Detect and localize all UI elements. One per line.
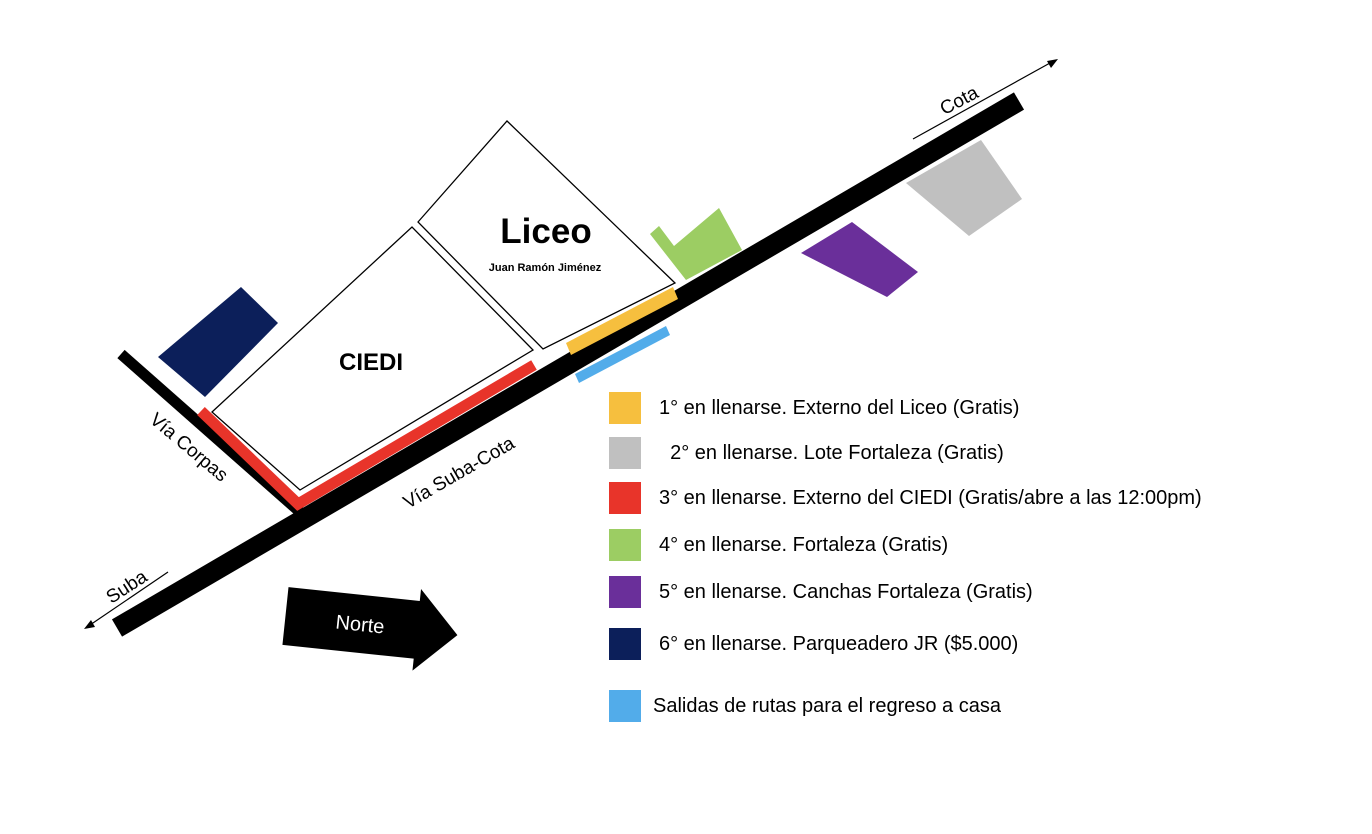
parking-zone-parqueadero-jr xyxy=(158,287,278,397)
suba-direction-arrow xyxy=(89,571,169,626)
legend-swatch-light-blue xyxy=(609,690,641,722)
legend-label: 1° en llenarse. Externo del Liceo (Grati… xyxy=(659,397,1020,419)
legend-label: 6° en llenarse. Parqueadero JR ($5.000) xyxy=(659,633,1019,655)
legend-label: Salidas de rutas para el regreso a casa xyxy=(653,695,1001,717)
norte-label: Norte xyxy=(335,612,386,639)
legend-swatch-navy xyxy=(609,628,641,660)
legend-label: 5° en llenarse. Canchas Fortaleza (Grati… xyxy=(659,581,1033,603)
parking-zone-lote-fortaleza xyxy=(906,140,1022,236)
liceo-subtitle: Juan Ramón Jiménez xyxy=(489,262,602,274)
parking-zone-canchas-fortaleza xyxy=(801,222,918,297)
legend-label: 3° en llenarse. Externo del CIEDI (Grati… xyxy=(659,487,1202,509)
legend-swatch-green xyxy=(609,529,641,561)
legend-label: 4° en llenarse. Fortaleza (Gratis) xyxy=(659,534,949,556)
via-corpas-road xyxy=(117,349,304,517)
legend-label: 2° en llenarse. Lote Fortaleza (Gratis) xyxy=(659,442,1004,464)
suba-arrowhead-icon xyxy=(84,620,95,629)
parking-zone-fortaleza xyxy=(650,208,742,280)
legend-swatch-purple xyxy=(609,576,641,608)
liceo-building xyxy=(417,120,677,350)
legend-swatch-gray xyxy=(609,437,641,469)
legend-swatch-yellow xyxy=(609,392,641,424)
ciedi-label: CIEDI xyxy=(339,349,403,376)
cota-arrowhead-icon xyxy=(1047,59,1058,68)
ciedi-building xyxy=(211,226,535,491)
route-exit-zone xyxy=(575,326,670,383)
legend-swatch-red xyxy=(609,482,641,514)
cota-direction-arrow xyxy=(912,62,1051,140)
via-suba-cota-road xyxy=(111,92,1025,637)
liceo-title: Liceo xyxy=(500,212,591,251)
parking-zone-ciedi-external xyxy=(197,360,537,511)
north-arrow-icon xyxy=(282,587,458,671)
parking-zone-liceo-external xyxy=(566,287,678,355)
cota-label: Cota xyxy=(937,82,983,120)
